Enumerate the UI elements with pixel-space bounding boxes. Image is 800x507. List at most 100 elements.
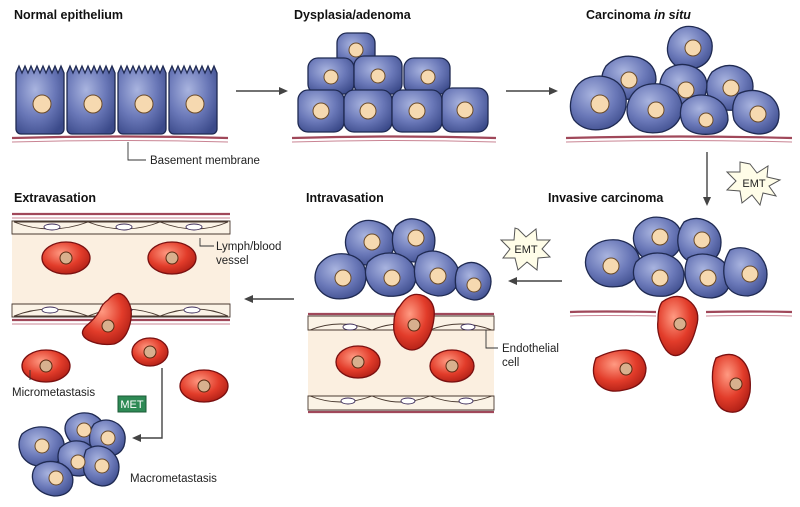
extravasation [11, 212, 231, 403]
nucleus [741, 265, 759, 283]
nucleus [185, 94, 205, 114]
nucleus [334, 269, 352, 287]
met-label: MET [120, 399, 144, 411]
nucleus [699, 269, 717, 287]
nucleus [407, 318, 421, 332]
title-carcinoma-italic: in situ [654, 8, 691, 22]
endothelial-nucleus [340, 397, 356, 405]
endothelial-nucleus [43, 223, 61, 231]
nucleus [466, 277, 482, 293]
met-box [117, 395, 147, 413]
invasive-carcinoma [569, 216, 793, 413]
emt-starburst [499, 227, 552, 271]
basement-membrane-line [705, 315, 793, 317]
nucleus [456, 101, 474, 119]
nucleus [684, 39, 702, 57]
nucleus [83, 94, 103, 114]
nucleus [76, 422, 92, 438]
label-lymph-blood: Lymph/blood [216, 241, 281, 253]
nucleus [651, 228, 669, 246]
nucleus [620, 71, 638, 89]
intravasation [307, 218, 495, 414]
basement-membrane-leader [127, 142, 146, 161]
basement-membrane-line [569, 315, 657, 317]
label-basement-membrane: Basement membrane [150, 155, 260, 167]
nucleus [420, 69, 436, 85]
nucleus [602, 257, 620, 275]
nucleus [693, 231, 711, 249]
arrowhead [279, 87, 288, 95]
label-endothelial: Endothelial [502, 343, 559, 355]
nucleus [312, 102, 330, 120]
endothelial-nucleus [460, 323, 476, 331]
arrowhead [244, 295, 253, 303]
basement-membrane-line [11, 135, 229, 140]
nucleus [101, 319, 115, 333]
nucleus [59, 251, 73, 265]
vessel-leader [199, 238, 214, 247]
nucleus [32, 94, 52, 114]
nucleus [70, 454, 86, 470]
title-extravasation: Extravasation [14, 191, 96, 205]
dysplasia-adenoma [291, 32, 497, 143]
nucleus [408, 102, 426, 120]
nucleus [749, 105, 767, 123]
title-invasive-carcinoma: Invasive carcinoma [548, 191, 664, 205]
label-endothelial-cell: cell [502, 357, 519, 369]
endothelial-nucleus [115, 223, 133, 231]
nucleus [100, 430, 116, 446]
basement-membrane-line [291, 135, 497, 140]
nucleus [359, 102, 377, 120]
endothelial-nucleus [458, 397, 474, 405]
label-micrometastasis: Micrometastasis [12, 387, 95, 399]
arrowhead [703, 197, 711, 206]
nucleus [48, 470, 64, 486]
extravasating-red-cell [81, 292, 132, 346]
basement-membrane-line [11, 140, 229, 143]
endothelial-nucleus [183, 306, 201, 314]
endothelial-nucleus [342, 323, 358, 331]
basement-membrane-line [565, 135, 793, 140]
normal-epithelium [11, 64, 229, 143]
nucleus [673, 317, 687, 331]
macrometastasis [18, 412, 126, 497]
title-dysplasia: Dysplasia/adenoma [294, 8, 412, 22]
nucleus [323, 69, 339, 85]
basement-membrane-line [291, 140, 497, 143]
endothelial-nucleus [400, 397, 416, 405]
nucleus [197, 379, 211, 393]
nucleus [363, 233, 381, 251]
nucleus [143, 345, 157, 359]
nucleus [39, 359, 53, 373]
title-carcinoma-in-situ: Carcinoma in situ [586, 8, 691, 22]
nucleus [351, 355, 365, 369]
nucleus [722, 79, 740, 97]
arrow-micro-to-macro [140, 368, 163, 439]
arrowhead [132, 434, 141, 442]
nucleus [348, 42, 364, 58]
emt-starburst [725, 161, 782, 207]
basement-membrane-line [569, 310, 657, 314]
nucleus [34, 438, 50, 454]
title-normal-epithelium: Normal epithelium [14, 8, 123, 22]
nucleus [134, 94, 154, 114]
arrowhead [549, 87, 558, 95]
emt-badge-2: EMT [499, 227, 552, 271]
label-macrometastasis: Macrometastasis [130, 473, 217, 485]
nucleus [370, 68, 386, 84]
arrowhead [508, 277, 517, 285]
nucleus [677, 81, 695, 99]
emt-label-1: EMT [742, 178, 766, 190]
nucleus [590, 94, 610, 114]
title-carcinoma-prefix: Carcinoma [586, 8, 654, 22]
basement-membrane-line [705, 310, 793, 314]
nucleus [429, 267, 447, 285]
met-badge: MET [117, 395, 147, 413]
endothelial-nucleus [41, 306, 59, 314]
nucleus [651, 269, 669, 287]
nucleus [619, 362, 633, 376]
emt-label-2: EMT [514, 244, 538, 256]
nucleus [729, 377, 743, 391]
nucleus [445, 359, 459, 373]
